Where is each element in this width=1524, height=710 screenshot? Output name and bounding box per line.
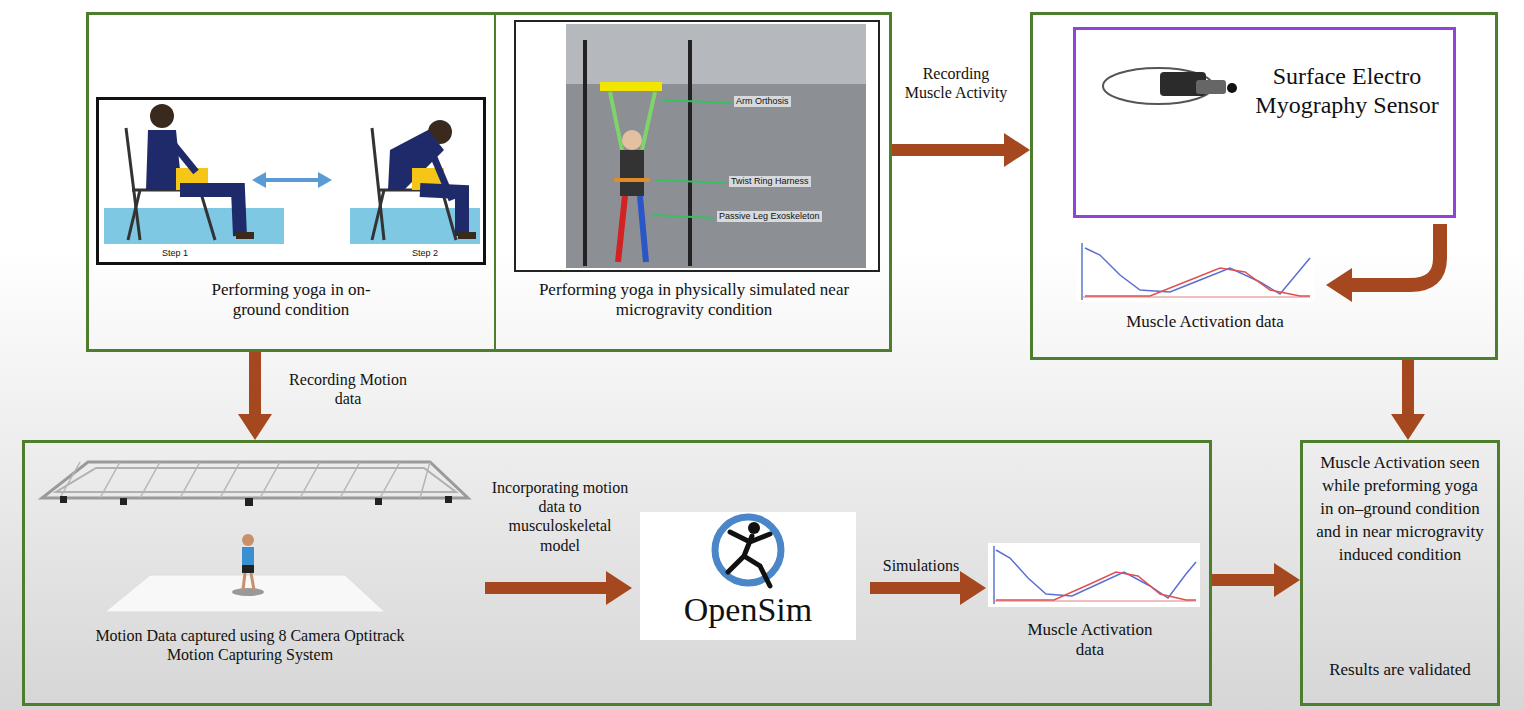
box-fill [96,97,486,265]
result-text: Results are validated [1306,660,1494,680]
arrow-shaft [892,144,1006,156]
arrow-shaft [1402,360,1414,416]
part-label: Twist Ring Harness [729,176,811,187]
step-label: Step 1 [150,248,200,259]
group-panel: Muscle Activation data Surface Electro My… [1030,12,1498,360]
double-arrow [252,172,332,188]
box-fill [1073,27,1456,218]
arrow-head [1004,133,1030,167]
chart-caption: Muscle Activation data [1015,620,1165,661]
step-label: Step 2 [400,248,450,259]
box-fill [514,20,880,272]
rig-caption: Motion Data captured using 8 Camera Opti… [95,626,405,664]
panel-caption: Performing yoga in physically simulated … [514,280,874,321]
sensor-name: Surface Electro Myography Sensor [1252,62,1442,120]
software-name: OpenSim [650,590,846,631]
flow-arrow [892,133,1030,167]
curved-arrow [1326,224,1440,302]
condition-panel: Performing yoga in physically simulated … [496,15,889,349]
condition-panel: Performing yoga in on-ground condition St… [89,15,496,349]
simulation-chart [988,543,1200,607]
photo-box: Arm OrthosisTwist Ring HarnessPassive Le… [514,20,880,272]
arrow-label: Simulations [866,556,976,575]
chart-caption: Muscle Activation data [1085,312,1325,332]
panel-caption: Performing yoga in on-ground condition [191,280,391,321]
result-box: Muscle Activation seen while preforming … [1300,440,1500,706]
part-label: Arm Orthosis [734,96,791,107]
yoga-figure [104,104,480,244]
sensor-box: Surface Electro Myography Sensor [1073,27,1456,218]
arrow-head [238,414,272,440]
photo [566,24,866,268]
opensim-logo [715,517,781,586]
flow-arrow [1391,360,1425,440]
result-text: Muscle Activation seen while preforming … [1314,452,1486,567]
emg-chart [1076,240,1314,302]
arrow-label: Recording Muscle Activity [900,64,1012,102]
part-label: Passive Leg Exoskeleton [717,211,822,222]
flow-arrow [238,352,272,440]
sensor-icon [1103,68,1237,104]
arrow-shaft [1212,574,1276,586]
flow-arrow [1212,563,1300,597]
arrow-head [1274,563,1300,597]
motion-capture-rig [42,462,468,612]
box-fill [640,512,856,640]
arrow-shaft [249,352,261,416]
arrow-label: Incorporating motion data to musculoskel… [490,478,630,555]
arrow-head [1391,414,1425,440]
software-logo-box: OpenSim [640,512,856,640]
arrow-label: Recording Motion data [288,370,408,408]
group-panel: Performing yoga in on-ground condition St… [86,12,892,352]
illustration-box: Step 1 Step 2 [96,97,486,265]
